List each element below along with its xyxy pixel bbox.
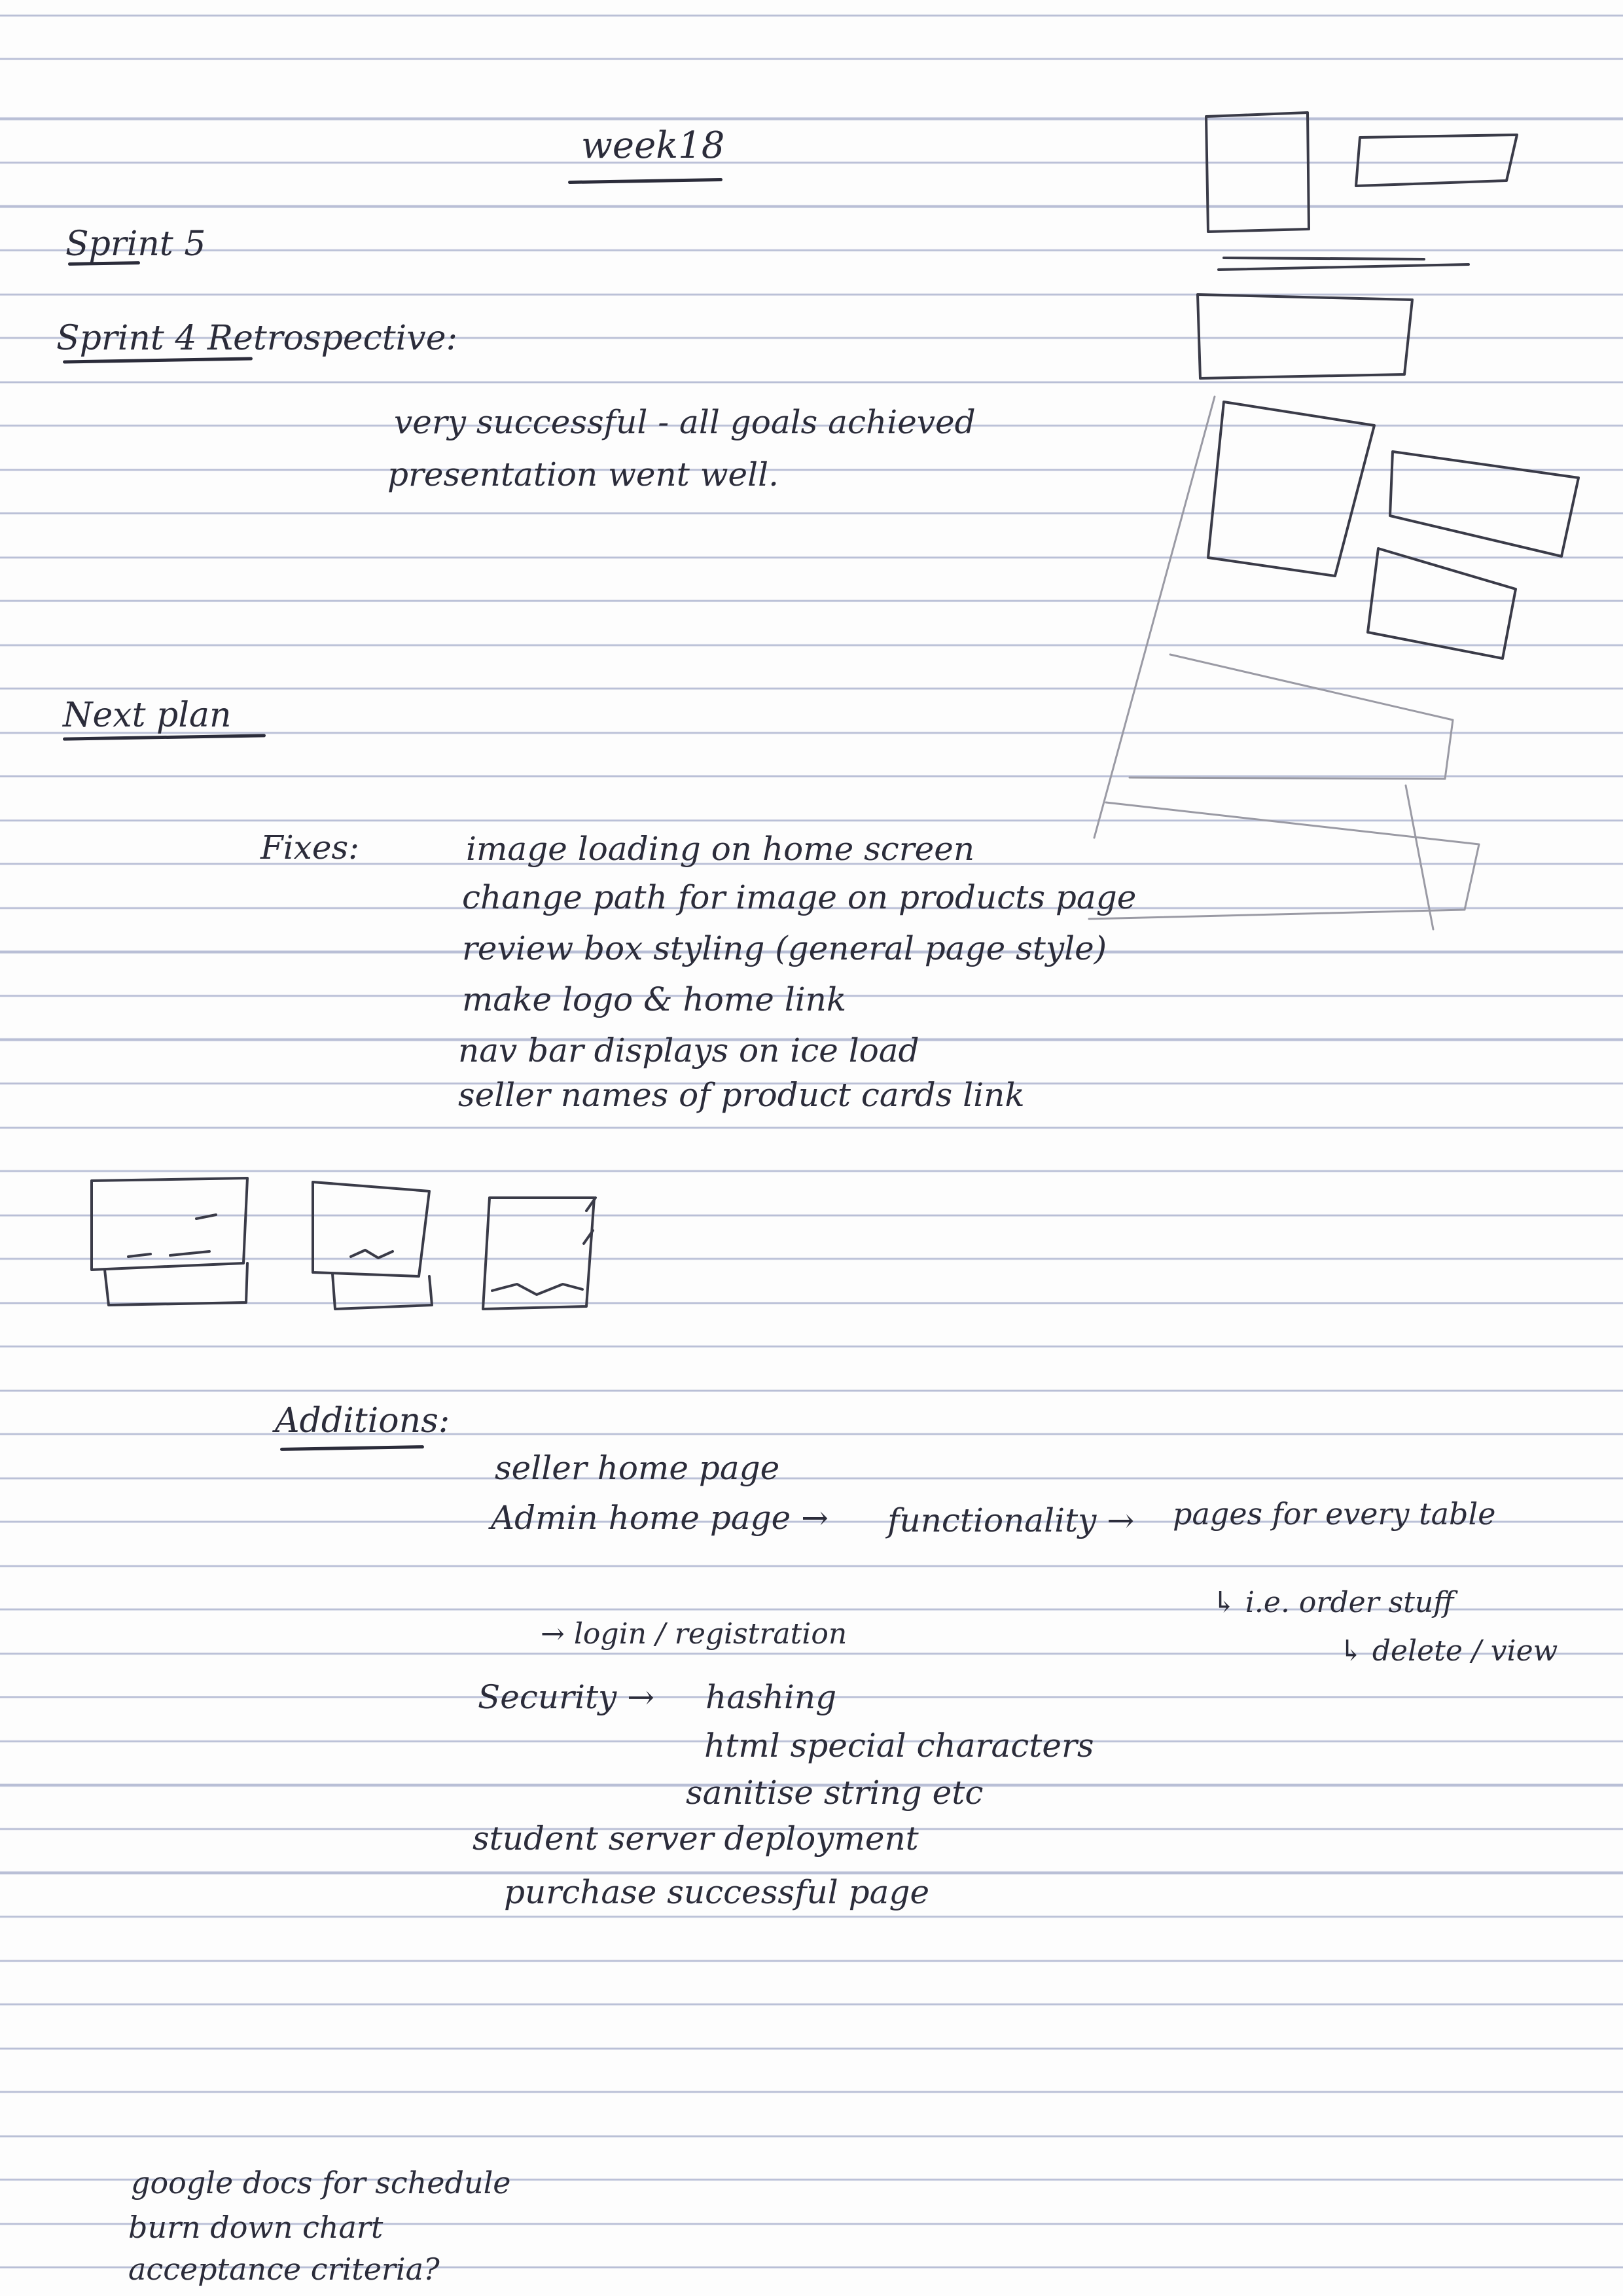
addition-deployment: student server deployment [473,1820,919,1857]
footer-note: google docs for schedule [131,2165,511,2200]
retro-heading: Sprint 4 Retrospective: [56,319,457,358]
addition-branch-order: ↳ i.e. order stuff [1212,1586,1454,1619]
footer-note: burn down chart [128,2210,383,2245]
addition-security: Security → [478,1678,655,1716]
addition-login: → login / registration [541,1617,847,1651]
addition-pages-every-table: pages for every table [1173,1496,1496,1532]
fix-item: seller names of product cards link [458,1076,1025,1114]
footer-note: acceptance criteria? [128,2251,440,2287]
addition-purchase: purchase successful page [504,1873,930,1911]
addition-sanitise: sanitise string etc [686,1774,984,1812]
fix-item: make logo & home link [462,980,847,1018]
addition-seller-home: seller home page [495,1449,780,1487]
next-plan-heading: Next plan [63,696,232,735]
addition-admin-home: Admin home page → [491,1499,829,1537]
page-title: week18 [581,124,725,167]
addition-functionality: functionality → [887,1501,1135,1539]
retro-line-1: very successful - all goals achieved [394,403,976,441]
fix-item: change path for image on products page [462,878,1137,916]
fix-item: nav bar displays on ice load [458,1031,919,1069]
addition-html-special: html special characters [704,1727,1094,1765]
fixes-label: Fixes: [260,829,359,867]
addition-hashing: hashing [705,1678,837,1716]
fix-item: image loading on home screen [466,830,975,868]
addition-branch-delete: ↳ delete / view [1339,1634,1558,1668]
additions-label: Additions: [275,1401,450,1441]
fix-item: review box styling (general page style) [462,929,1107,967]
sprint-label: Sprint 5 [65,224,206,264]
retro-line-2: presentation went well. [387,456,779,493]
